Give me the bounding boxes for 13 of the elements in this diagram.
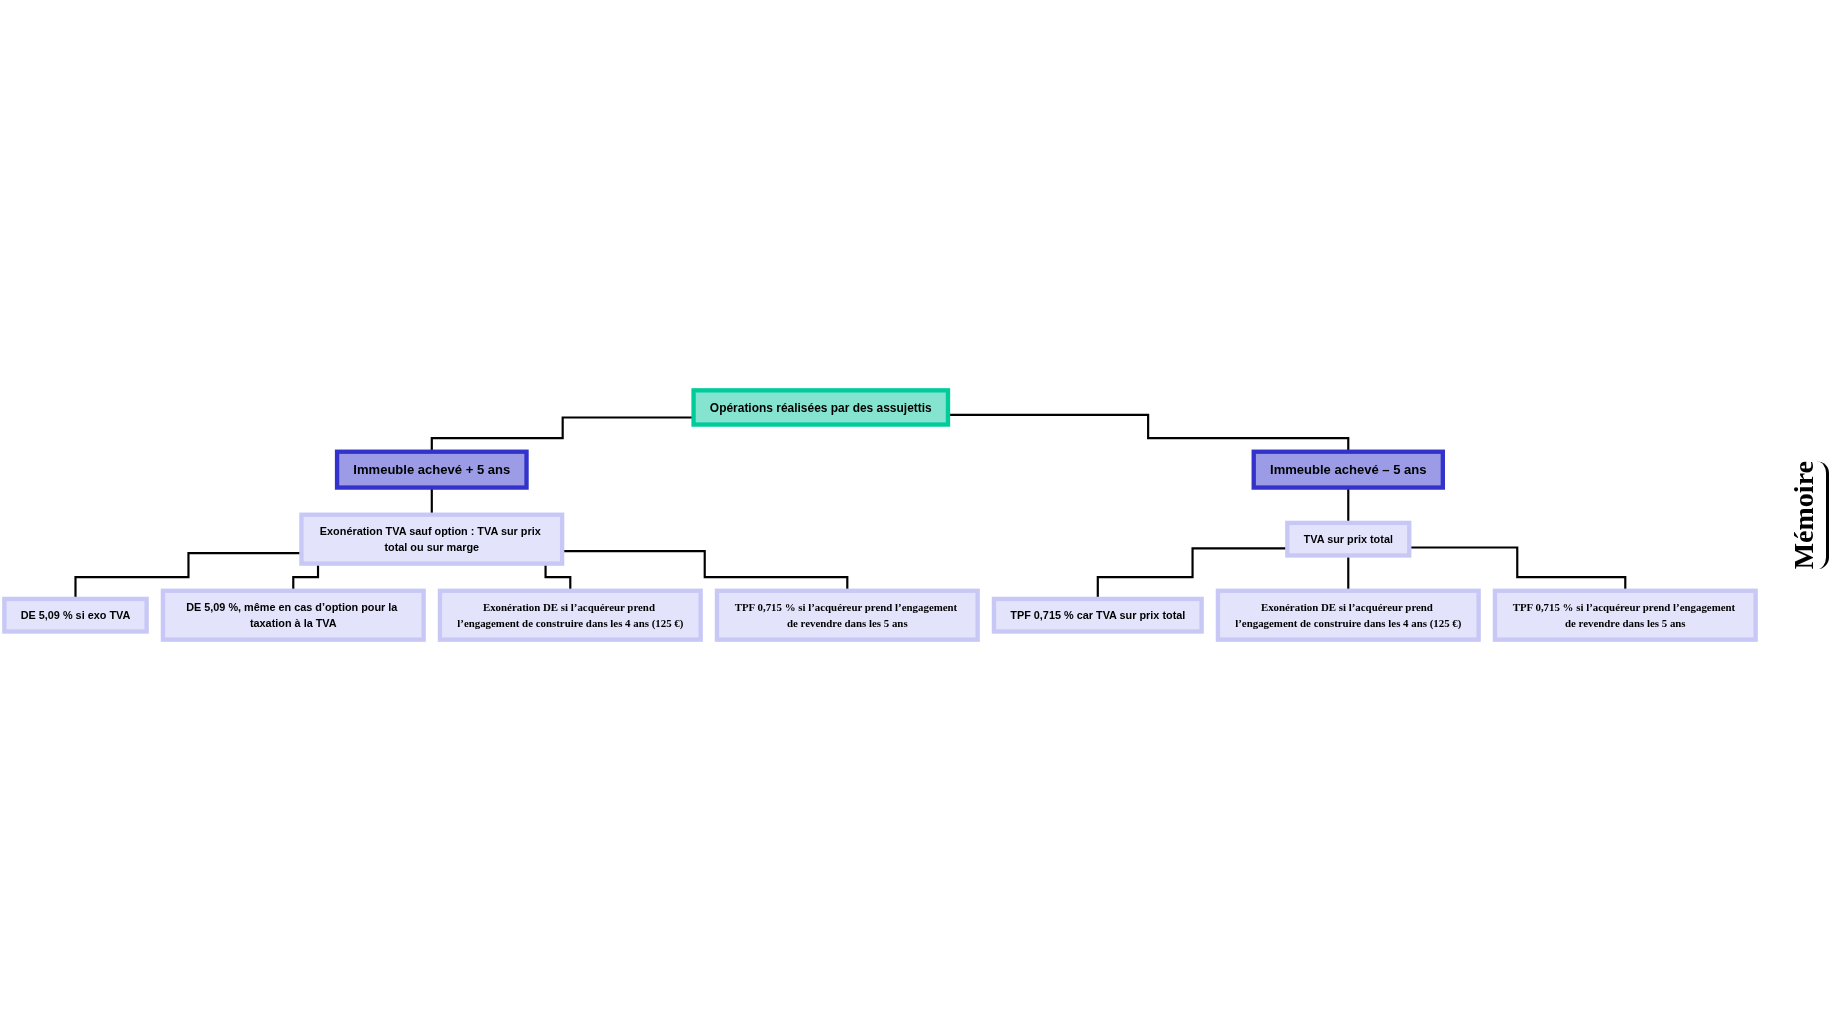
node-box: TVA sur prix total [1285, 520, 1412, 558]
node-box: TPF 0,715 % si l’acquéreur prend l’engagement de revendre dans les 5 ans [714, 588, 980, 642]
node-box: Exonération DE si l’acquéreur prend l’engagement de construire dans les 4 ans (125 €) [1215, 588, 1481, 642]
node-box: Immeuble achevé + 5 ans [334, 449, 529, 490]
node-box: TPF 0,715 % car TVA sur prix total [991, 596, 1204, 634]
bracket-note: Mémoire [1788, 460, 1829, 570]
node-box: Exonération DE si l’acquéreur prend l’engagement de construire dans les 4 ans (125 €) [437, 588, 703, 642]
node-box: DE 5,09 % si exo TVA [2, 596, 149, 634]
node-box: DE 5,09 %, même en cas d’option pour la taxation à la TVA [160, 588, 426, 642]
node-box: Exonération TVA sauf option : TVA sur prix total ou sur marge [299, 512, 565, 566]
node-box: Opérations réalisées par des assujettis [691, 388, 951, 427]
node-box: Immeuble achevé – 5 ans [1251, 449, 1445, 490]
node-box: TPF 0,715 % si l’acquéreur prend l’engagement de revendre dans les 5 ans [1492, 588, 1758, 642]
